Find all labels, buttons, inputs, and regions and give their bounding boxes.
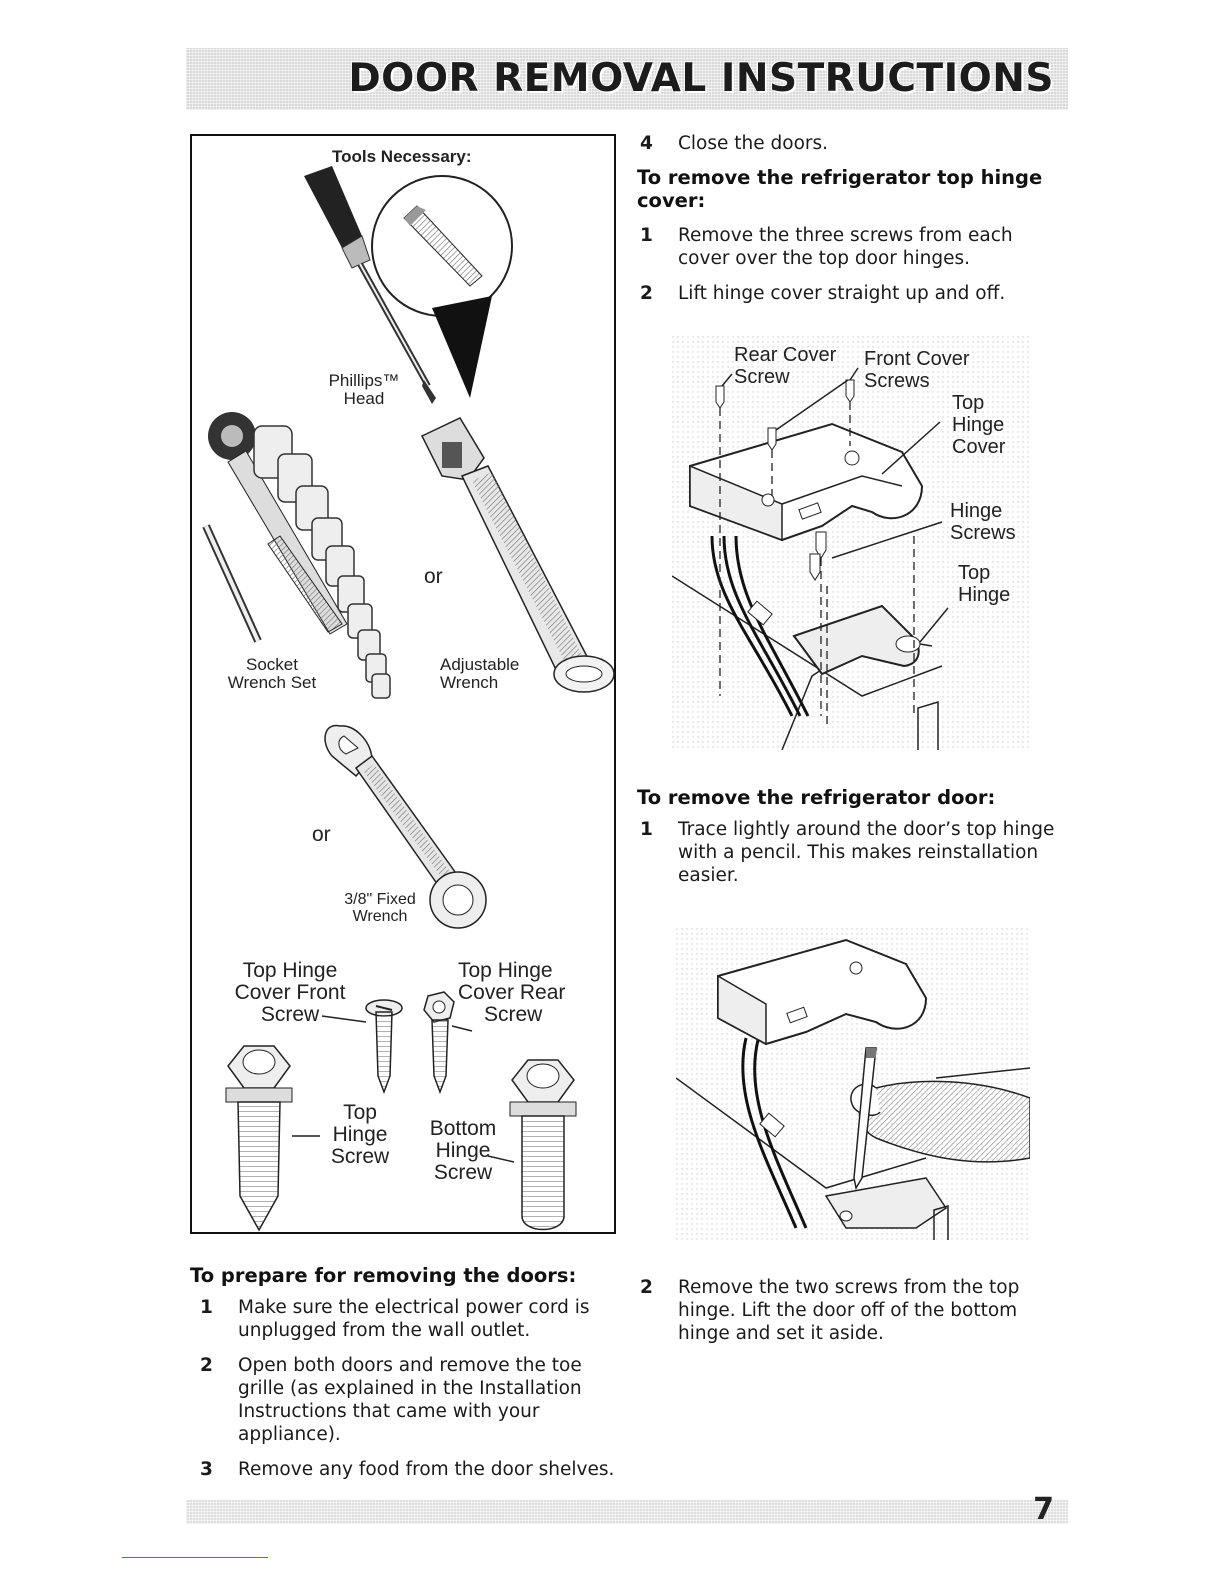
tools-heading: Tools Necessary: <box>332 147 472 166</box>
cover-rear-screw-icon <box>423 991 455 1095</box>
top-hinge-label: Top Hinge <box>958 562 1011 606</box>
bottom-hinge-screw-label: Bottom Hinge Screw <box>429 1117 497 1185</box>
rear-cover-screw-label: Rear Cover Screw <box>734 344 837 388</box>
cover-front-screw-icon <box>365 999 403 1095</box>
prepare-step-1: 1 Make sure the electrical power cord is… <box>200 1297 590 1341</box>
hinge-cover-illustration <box>671 336 1032 751</box>
hinge-cover-heading: To remove the refrigerator top hinge cov… <box>637 166 1043 212</box>
hinge-cover-diagram: Rear Cover Screw Front Cover Screws Top … <box>671 336 1032 751</box>
front-cover-screws-label: Front Cover Screws <box>864 348 970 392</box>
cover-front-screw-label: Top Hinge Cover Front Screw <box>234 959 346 1027</box>
or-separator-1: or <box>424 565 443 588</box>
trace-hinge-illustration <box>675 928 1031 1240</box>
page-number: 7 <box>1033 1492 1054 1527</box>
adjustable-wrench-icon <box>420 417 615 693</box>
bottom-rule <box>122 1557 268 1558</box>
hinge-screws-label: Hinge Screws <box>950 500 1016 544</box>
top-hinge-screw-icon <box>225 1045 320 1232</box>
top-hinge-cover-label: Top Hinge Cover <box>952 392 1006 458</box>
fixed-wrench-label: 3/8" Fixed Wrench <box>344 891 416 925</box>
tools-illustration-box: Tools Necessary: Phillips™ Head Socket W… <box>190 134 616 1234</box>
socket-wrench-set-label: Socket Wrench Set <box>227 655 317 692</box>
trace-hinge-diagram <box>675 928 1031 1240</box>
top-hinge-screw-label: Top Hinge Screw <box>330 1101 390 1169</box>
fixed-wrench-icon <box>324 724 487 929</box>
hinge-cover-step-2: 2 Lift hinge cover straight up and off. <box>640 283 1006 304</box>
prepare-step-4: 4 Close the doors. <box>640 133 829 154</box>
adjustable-wrench-label: Adjustable Wrench <box>440 655 520 692</box>
prepare-step-2: 2 Open both doors and remove the toe gri… <box>200 1355 582 1445</box>
prepare-heading: To prepare for removing the doors: <box>190 1264 577 1287</box>
header-banner: DOOR REMOVAL INSTRUCTIONS <box>186 48 1068 110</box>
cover-rear-screw-label: Top Hinge Cover Rear Screw <box>458 959 566 1027</box>
bottom-hinge-screw-icon <box>487 1059 577 1231</box>
page-title: DOOR REMOVAL INSTRUCTIONS <box>348 56 1054 101</box>
phillips-bit-closeup-icon <box>371 175 513 398</box>
door-step-1: 1 Trace lightly around the door’s top hi… <box>640 819 1055 886</box>
phillips-head-label: Phillips™ Head <box>328 371 400 408</box>
hinge-cover-step-1: 1 Remove the three screws from each cove… <box>640 225 1013 269</box>
footer-bar: 7 <box>186 1492 1068 1527</box>
door-heading: To remove the refrigerator door: <box>637 786 996 809</box>
socket-wrench-set-icon <box>202 412 391 699</box>
tools-illustration <box>202 166 615 1232</box>
prepare-step-3: 3 Remove any food from the door shelves. <box>200 1459 615 1480</box>
screwdriver-icon <box>304 166 436 404</box>
or-separator-2: or <box>312 823 331 846</box>
door-step-2: 2 Remove the two screws from the top hin… <box>640 1277 1020 1344</box>
